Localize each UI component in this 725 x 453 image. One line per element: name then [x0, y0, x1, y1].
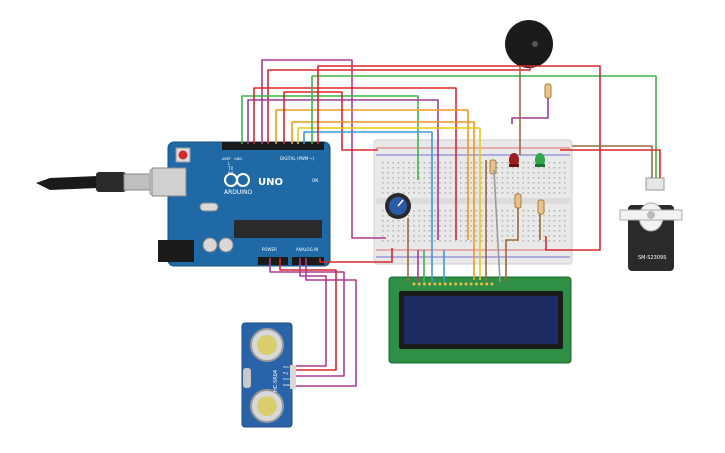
wire	[279, 258, 337, 371]
wire	[319, 248, 393, 263]
power-label: POWER	[262, 247, 277, 252]
wires	[241, 59, 661, 387]
wire	[275, 109, 469, 240]
arduino-model: UNO	[258, 177, 283, 188]
analog-header	[292, 257, 324, 265]
lcd-pins	[412, 282, 494, 286]
wire	[297, 127, 481, 280]
wire	[560, 149, 661, 178]
potentiometer[interactable]	[385, 193, 411, 219]
wire	[311, 75, 657, 178]
wire	[303, 131, 433, 282]
wire	[505, 208, 519, 282]
wire	[267, 66, 531, 144]
sensor-pin-vcc: VCC	[283, 365, 289, 369]
wire	[269, 258, 345, 377]
tx-label: TX	[227, 166, 233, 171]
wire	[253, 87, 457, 240]
wire	[296, 258, 357, 387]
digital-header	[222, 142, 324, 150]
arduino-board: ARDUINO UNO DIGITAL (PWM ~) POWER ANALOG…	[151, 141, 331, 267]
arduino-brand: ARDUINO	[224, 189, 253, 196]
sensor-pin-trig: Trig	[282, 371, 288, 375]
power-jack	[158, 240, 194, 262]
arduino-logo-icon	[224, 173, 250, 187]
lcd-display	[388, 276, 572, 364]
atmega-chip	[234, 220, 322, 238]
sensor-pin-echo: Echo	[283, 377, 290, 381]
wire	[291, 121, 475, 280]
l-label: L	[228, 161, 231, 166]
usb-jack	[151, 167, 187, 197]
green-led	[535, 153, 545, 167]
wire	[247, 99, 439, 240]
analog-label: ANALOG IN	[296, 247, 318, 252]
sensor-model: HC-SR04	[273, 370, 279, 392]
lcd-screen	[404, 296, 558, 344]
ultrasonic-sensor: HC-SR04 VCC Trig Echo GND	[241, 322, 296, 428]
wire	[296, 258, 327, 367]
reset-button[interactable]	[178, 150, 188, 160]
on-label: ON	[312, 178, 318, 183]
wire	[317, 65, 601, 251]
power-header	[258, 257, 288, 265]
servo-motor: SM-S2309S	[619, 177, 683, 271]
piezo-buzzer	[505, 20, 553, 68]
sensor-pin-gnd: GND	[283, 383, 291, 387]
wire	[572, 145, 653, 178]
usb-cable	[36, 169, 173, 195]
breadboard	[373, 139, 573, 265]
wire	[511, 98, 549, 124]
servo-model: SM-S2309S	[638, 255, 666, 261]
wire	[241, 95, 419, 180]
digital-label: DIGITAL (PWM ~)	[280, 156, 315, 161]
rx-label: RX	[228, 171, 234, 176]
gnd-label: GND	[234, 157, 242, 161]
wire	[493, 169, 501, 283]
aref-label: AREF	[222, 157, 231, 161]
wire	[283, 91, 378, 151]
red-led	[509, 153, 519, 167]
